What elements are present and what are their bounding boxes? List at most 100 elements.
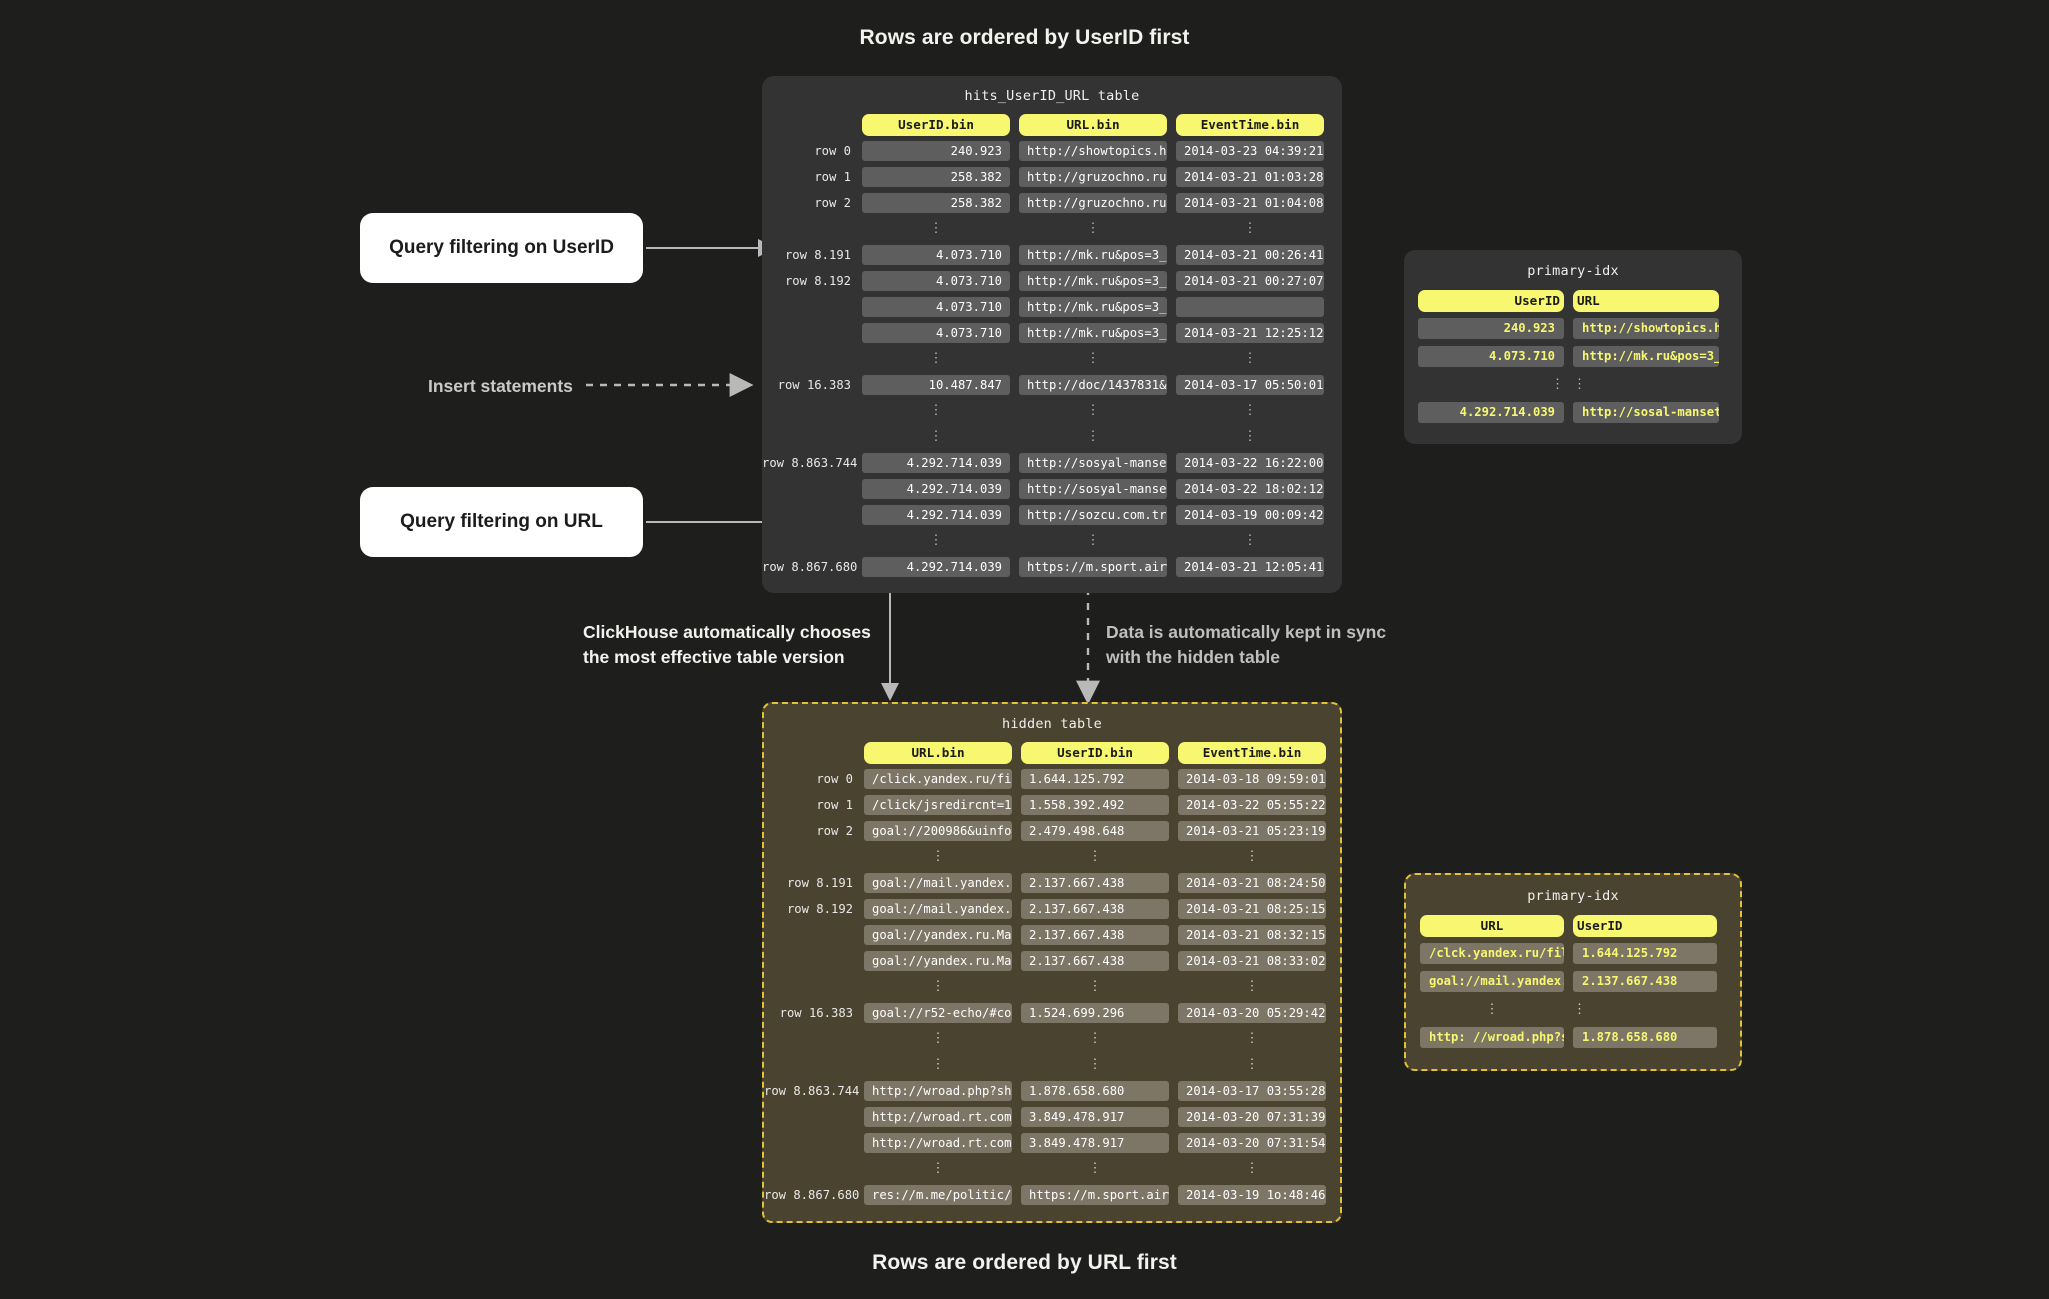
table-cell: 4.073.710 [862,245,1010,265]
ellipsis-glyph: ⋮ [929,429,943,444]
index-ellipsis-row: ⋮⋮ [1418,374,1728,395]
callout-query-filtering-userid[interactable]: Query filtering on UserID [360,213,643,283]
table-cell: http://mk.ru&pos=3_0 [1019,271,1167,291]
index-header-row: URL UserID [1420,914,1726,937]
row-label: row 8.191 [784,248,851,262]
table-cell: 2.137.667.438 [1021,951,1169,971]
table-cell: 1.878.658.680 [1021,1081,1169,1101]
table-row: goal://yandex.ru.Ma... 2.137.667.438 2014-… [764,951,1340,971]
table-cell: 4.292.714.039 [862,453,1010,473]
index-column-header-url: URL [1420,914,1564,937]
table-row: http://wroad.rt.com/tr/...3.849.478.9172… [764,1107,1340,1127]
main-table-title: hits_UserID_URL table [964,88,1140,104]
table-cell: goal://yandex.ru.Ma... [864,925,1012,945]
table-cell: http://mk.ru&pos=3_0 [1019,323,1167,343]
table-cell: 4.292.714.039 [862,479,1010,499]
table-cell: http://mk.ru&pos=3_0 [1019,245,1167,265]
table-row: 4.292.714.039http://sozcu.com.tr/oaut201… [762,505,1342,525]
table-row: 4.292.714.039http://sosyal-mansetleri...… [762,479,1342,499]
index-cell: goal://mail.yandex.ru/Ma... [1420,971,1564,992]
index-cell: 1.878.658.680 [1573,1027,1717,1048]
primary-index-url-userid: primary-idx URL UserID /clck.yandex.ru/f… [1404,873,1742,1071]
table-cell: 4.073.710 [862,323,1010,343]
row-label: row 1 [814,170,851,184]
table-cell: http://gruzochno.ru/ekat... [1019,193,1167,213]
ellipsis-glyph: ⋮ [1086,403,1100,418]
row-label: row 0 [814,144,851,158]
index-cell: /clck.yandex.ru/file.com... [1420,943,1564,964]
index-cell: http://sosal-mansetleri... [1573,402,1719,423]
ellipsis-glyph: ⋮ [931,1161,945,1176]
table-row: row 8.192goal://mail.yandex.ru/Ma...2.13… [764,899,1340,919]
ellipsis-row: ⋮⋮⋮ [764,847,1340,867]
ellipsis-row: ⋮⋮⋮ [762,349,1342,369]
table-cell: 2014-03-21 00:26:41 [1176,245,1324,265]
ellipsis-glyph: ⋮ [1243,403,1257,418]
table-row: row 2goal://200986&uinfo=wn-1...2.479.49… [764,821,1340,841]
table-row: goal://yandex.ru.Ma...2.137.667.4382014-… [764,925,1340,945]
table-cell [1176,297,1324,317]
table-cell: 2.137.667.438 [1021,899,1169,919]
table-cell: http://wroad.php?show/7... [864,1081,1012,1101]
table-cell: 2014-03-22 16:22:00 [1176,453,1324,473]
ellipsis-glyph: ⋮ [1245,1031,1259,1046]
index-row: goal://mail.yandex.ru/Ma...2.137.667.438 [1420,971,1726,992]
ellipsis-row: ⋮⋮⋮ [764,1159,1340,1179]
ellipsis-glyph: ⋮ [1088,1057,1102,1072]
hidden-table-title: hidden table [1002,716,1102,732]
table-cell: 2014-03-23 04:39:21 [1176,141,1324,161]
ellipsis-glyph: ⋮ [1088,979,1102,994]
table-cell: goal://mail.yandex.ru/Ma... [864,873,1012,893]
index-cell: 1.644.125.792 [1573,943,1717,964]
table-cell: 240.923 [862,141,1010,161]
table-cell: 2014-03-21 01:03:28 [1176,167,1324,187]
table-cell: 2014-03-18 09:59:01 [1178,769,1326,789]
ellipsis-glyph: ⋮ [1086,351,1100,366]
table-cell: http://wroad.rt.com/tr/... [864,1107,1012,1127]
ellipsis-row: ⋮⋮⋮ [762,401,1342,421]
ellipsis-glyph: ⋮ [1573,377,1586,392]
table-cell: http://wroad.rt.com/tr/... [864,1133,1012,1153]
hidden-table: hidden table URL.bin UserID.bin EventTim… [762,702,1342,1223]
table-cell: 4.292.714.039 [862,557,1010,577]
ellipsis-glyph: ⋮ [1243,351,1257,366]
index-cell: 240.923 [1418,318,1564,339]
table-row: row 8.867.680res://m.me/politic/stati...… [764,1185,1340,1205]
table-cell: 2014-03-21 00:27:07 [1176,271,1324,291]
row-label: row 8.192 [784,274,851,288]
ellipsis-row: ⋮⋮⋮ [762,219,1342,239]
column-header-url-bin: URL.bin [1019,114,1167,136]
ellipsis-glyph: ⋮ [931,1031,945,1046]
table-cell: res://m.me/politic/stati... [864,1185,1012,1205]
table-cell: https://m.sport.airway/? [1019,557,1167,577]
main-table-body: row 0240.923http://showtopics.html%3...2… [762,141,1342,577]
column-header-userid-bin: UserID.bin [1021,742,1169,764]
ellipsis-glyph: ⋮ [1088,1161,1102,1176]
index-row: http: //wroad.php?show/7...1.878.658.680 [1420,1027,1726,1048]
table-cell: goal://r52-echo/#compose... [864,1003,1012,1023]
table-cell: 2014-03-21 08:24:50 [1178,873,1326,893]
row-label: row 8.192 [786,902,853,916]
table-cell: 2014-03-17 03:55:28 [1178,1081,1326,1101]
table-cell: 2014-03-21 01:04:08 [1176,193,1324,213]
ellipsis-row: ⋮⋮⋮ [764,1029,1340,1049]
hidden-table-body: row 0/click.yandex.ru/file.co ...1.644.1… [764,769,1340,1205]
index-row: 4.292.714.039http://sosal-mansetleri... [1418,402,1728,423]
ellipsis-row: ⋮⋮⋮ [764,1055,1340,1075]
table-cell: 258.382 [862,193,1010,213]
index-row: /clck.yandex.ru/file.com... 1.644.125.792 [1420,943,1726,964]
callout-query-filtering-url[interactable]: Query filtering on URL [360,487,643,557]
table-cell: goal://yandex.ru.Ma... [864,951,1012,971]
table-cell: 2014-03-20 07:31:54 [1178,1133,1326,1153]
table-cell: 2014-03-21 08:33:02 [1178,951,1326,971]
table-cell: 2014-03-19 1o:48:46 [1178,1185,1326,1205]
ellipsis-glyph: ⋮ [1245,849,1259,864]
table-cell: http://mk.ru&pos=3_0 [1019,297,1167,317]
ellipsis-glyph: ⋮ [1243,221,1257,236]
index-cell: http://mk.ru&pos=3_0 [1573,346,1719,367]
table-cell: 2014-03-22 05:55:22 [1178,795,1326,815]
